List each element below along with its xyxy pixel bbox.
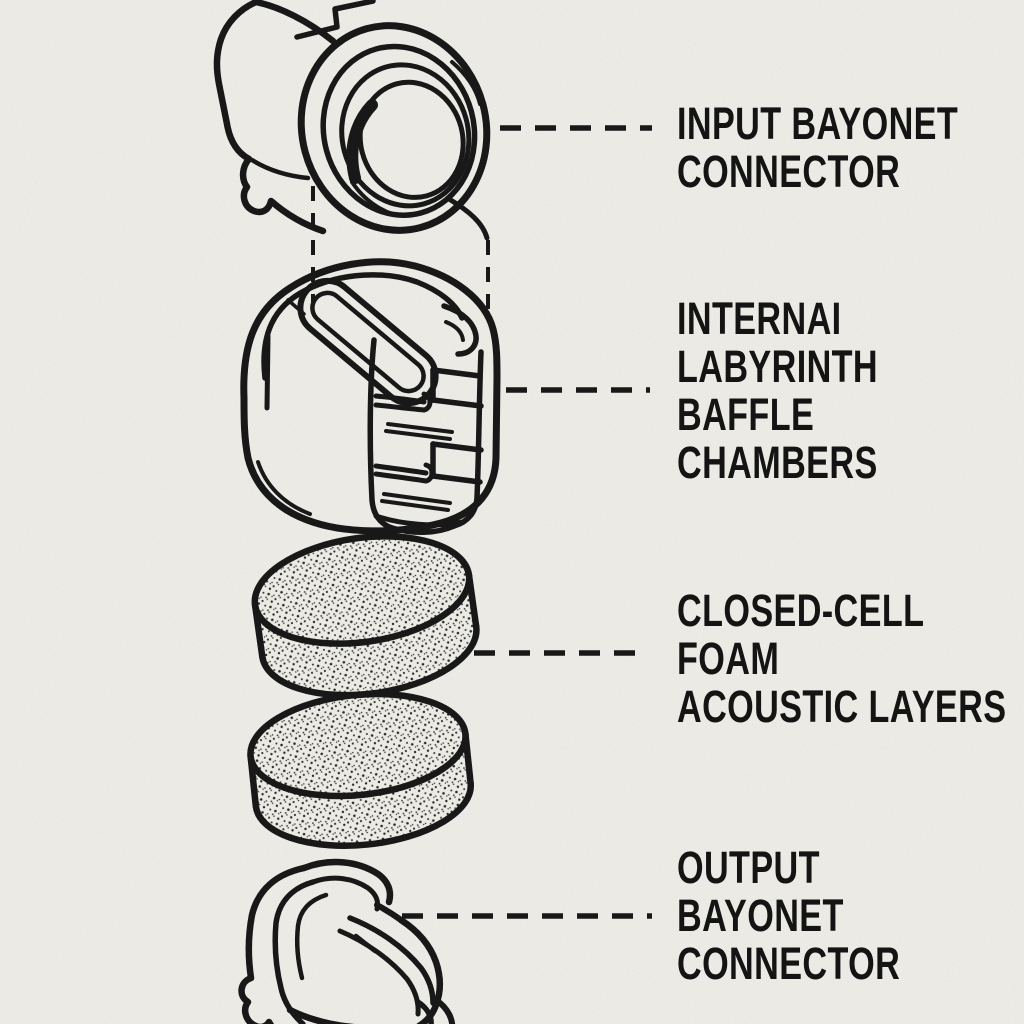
label-line: CONNECTOR: [677, 938, 901, 989]
label-line: CHAMBERS: [677, 437, 878, 488]
label-line: INPUT BAYONET: [677, 98, 959, 149]
label-line: BAYONET: [677, 890, 844, 941]
label-line: CONNECTOR: [677, 146, 901, 197]
label-output-bayonet-connector: OUTPUT BAYONET CONNECTOR: [677, 844, 900, 988]
label-internal-labyrinth-baffle-chambers: INTERNAI LABYRINTH BAFFLE CHAMBERS: [677, 295, 878, 487]
label-closed-cell-foam-acoustic-layers: CLOSED-CELL FOAM ACOUSTIC LAYERS: [677, 587, 1006, 731]
label-line: INTERNAI: [677, 293, 842, 344]
label-line: CLOSED-CELL: [677, 585, 925, 636]
label-line: ACOUSTIC LAYERS: [677, 681, 1007, 732]
label-line: LABYRINTH: [677, 341, 879, 392]
label-input-bayonet-connector: INPUT BAYONET CONNECTOR: [677, 100, 958, 196]
label-line: BAFFLE: [677, 389, 815, 440]
label-line: OUTPUT: [677, 842, 820, 893]
label-line: FOAM: [677, 633, 780, 684]
